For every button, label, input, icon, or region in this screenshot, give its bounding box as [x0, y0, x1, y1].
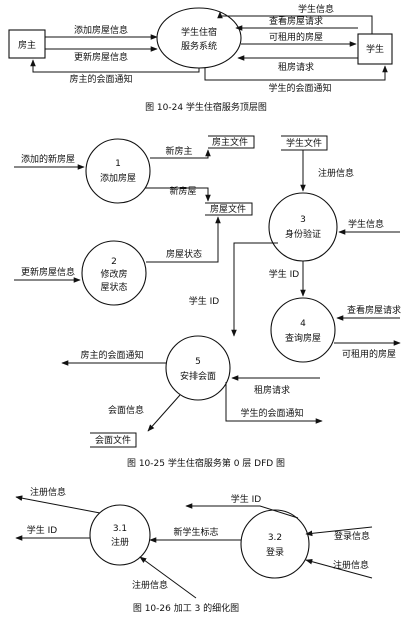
fig25-store-house-label: 房屋文件: [210, 203, 246, 215]
fig25-flow-stuid-b-label: 学生 ID: [269, 268, 300, 280]
fig26-flow-reginfo-right-label: 注册信息: [333, 559, 369, 571]
fig26-flow-reginfo-right-line: [305, 558, 373, 579]
fig26-flow-reginfo-bottom-label: 注册信息: [132, 579, 168, 591]
fig26-process-3-2: [240, 509, 310, 579]
fig25-flow-newlandlord-line: [150, 149, 211, 159]
fig26-p32-name: 登录: [266, 547, 284, 558]
fig26-caption: 图 10-26 加工 3 的细化图: [133, 602, 239, 614]
fig24-flow-rent-label: 租房请求: [278, 61, 314, 73]
fig25-p3-number: 3: [300, 215, 306, 225]
fig26-flow-reginfo-bottom-line: [139, 556, 197, 599]
fig25-store-landlord-label: 房主文件: [212, 136, 248, 148]
fig26-flow-stuid-top-line: [185, 503, 299, 519]
fig25-p2-name-2: 屋状态: [100, 281, 127, 293]
fig24-flow-update-label: 更新房屋信息: [74, 51, 128, 63]
fig25-flow-query-label: 查看房屋请求: [347, 304, 401, 316]
fig25-p2-name-1: 修改房: [100, 268, 127, 280]
fig25-flow-reginfo-label: 注册信息: [318, 167, 354, 179]
fig25-flow-meetinfo-label: 会面信息: [108, 404, 144, 416]
fig24-flow-query-label: 查看房屋请求: [269, 15, 323, 27]
fig25-process-2: [81, 240, 147, 306]
fig26-process-3-1: [89, 504, 151, 566]
fig24-flow-stunotice-line: [204, 65, 388, 81]
fig24-caption: 图 10-24 学生住宿服务顶层图: [145, 101, 267, 113]
fig25-flow-stuinfo-label: 学生信息: [348, 218, 384, 230]
fig24-flow-notice-line: [30, 59, 200, 73]
fig24-flow-avail-label: 可租用的房屋: [269, 31, 323, 43]
fig25-flow-housestate-line: [146, 216, 221, 263]
fig24-flow-notice-label: 房主的会面通知: [69, 73, 132, 85]
fig25-flow-rent-label: 租房请求: [254, 384, 290, 396]
fig24-context-diagram: 房主 学生住宿 服务系统 学生 添加房屋信息 更新房屋信息 房主的会面通知 学生…: [8, 3, 393, 113]
fig24-student-label: 学生: [366, 43, 384, 55]
fig26-p31-number: 3.1: [113, 524, 127, 534]
fig24-system-process: [156, 7, 242, 69]
fig25-store-meeting-label: 会面文件: [95, 434, 131, 446]
fig25-process-1: [85, 138, 151, 204]
fig25-flow-stunotice-line: [225, 382, 323, 424]
fig25-flow-housestate-label: 房屋状态: [166, 248, 202, 260]
fig24-flow-add-label: 添加房屋信息: [74, 24, 128, 36]
fig26-process3-refinement: 3.1 注册 3.2 登录 注册信息 学生 ID 新学生标志 注册信息 学生 I…: [15, 486, 373, 614]
fig26-flow-reginfo-top-label: 注册信息: [30, 486, 66, 498]
fig26-flow-reginfo-top-line: [15, 495, 101, 514]
fig25-flow-newlandlord-label: 新房主: [165, 145, 192, 157]
fig26-p32-number: 3.2: [268, 533, 282, 543]
fig25-flow-newhouse-label: 添加的新房屋: [21, 153, 75, 165]
fig24-system-label-1: 学生住宿: [181, 26, 217, 38]
fig25-store-student: [281, 135, 328, 151]
fig26-flow-login-label: 登录信息: [334, 530, 370, 542]
fig25-flow-updhouse-label: 更新房屋信息: [21, 266, 75, 278]
fig25-p1-number: 1: [115, 159, 121, 169]
fig25-process-3: [268, 192, 338, 262]
fig25-flow-newhouse2-line: [145, 187, 211, 202]
fig25-flow-meetinfo-line: [147, 394, 181, 432]
fig25-p2-number: 2: [111, 257, 117, 267]
fig26-flow-newflag-label: 新学生标志: [173, 526, 218, 538]
fig25-flow-avail-label: 可租用的房屋: [342, 348, 396, 360]
fig25-flow-landnotice-label: 房主的会面通知: [80, 349, 143, 361]
fig24-landlord-entity: [8, 29, 46, 59]
fig25-p5-number: 5: [195, 357, 201, 367]
fig25-p4-name: 查询房屋: [285, 332, 321, 344]
fig25-process-4: [270, 297, 336, 363]
fig25-process-5: [165, 335, 231, 401]
fig25-level0-dfd: 1 添加房屋 2 修改房 屋状态 3 身份验证 4 查询房屋 5 安排会面 房主…: [14, 135, 401, 469]
fig26-flow-stuid-left-label: 学生 ID: [27, 524, 58, 536]
fig25-flow-stuid-a-label: 学生 ID: [189, 295, 220, 307]
fig25-caption: 图 10-25 学生住宿服务第 0 层 DFD 图: [127, 457, 285, 469]
fig26-flow-stuid-top-label: 学生 ID: [231, 493, 262, 505]
fig26-flow-login-line: [305, 526, 373, 537]
fig25-flow-newhouse2-label: 新房屋: [169, 185, 196, 197]
fig25-p4-number: 4: [300, 319, 306, 329]
fig24-flow-stuinfo-label: 学生信息: [298, 3, 334, 15]
fig25-p5-name: 安排会面: [180, 370, 216, 382]
fig25-store-meeting: [90, 432, 137, 448]
fig24-flow-stuinfo-line: [217, 11, 373, 34]
fig24-landlord-label: 房主: [18, 39, 36, 51]
fig24-system-label-2: 服务系统: [181, 40, 217, 52]
fig25-store-landlord: [208, 135, 255, 149]
fig24-flow-stunotice-label: 学生的会面通知: [268, 82, 331, 94]
fig25-store-student-label: 学生文件: [286, 137, 322, 149]
fig25-p3-name: 身份验证: [285, 228, 321, 240]
fig25-flow-stunotice-label: 学生的会面通知: [240, 407, 303, 419]
fig25-p1-name: 添加房屋: [100, 172, 136, 184]
fig25-store-house: [205, 202, 253, 216]
fig24-student-entity: [357, 33, 393, 65]
fig25-flow-stuid-a-line: [231, 242, 278, 337]
fig26-p31-name: 注册: [111, 536, 129, 548]
